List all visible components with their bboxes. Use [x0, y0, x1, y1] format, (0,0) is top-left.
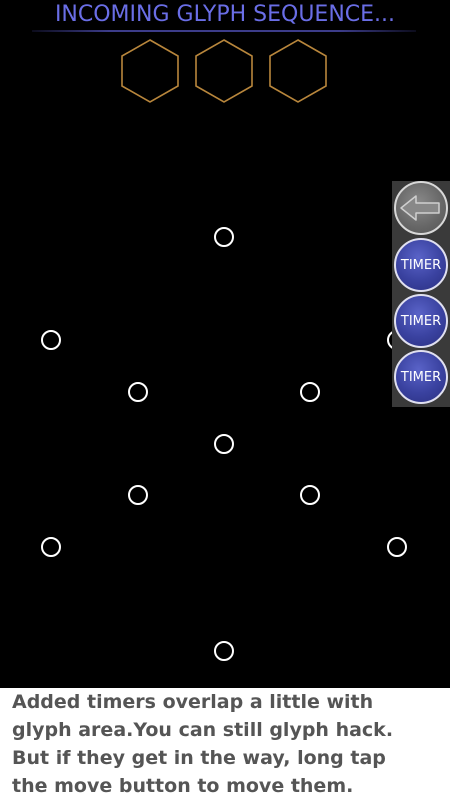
- glyph-node-inner-lower-left[interactable]: [128, 485, 148, 505]
- glyph-slot-3: [269, 39, 327, 103]
- caption-line: Added timers overlap a little with: [12, 691, 374, 713]
- timer-button-2[interactable]: TIMER: [394, 294, 448, 348]
- page-title: INCOMING GLYPH SEQUENCE...: [54, 2, 396, 27]
- glyph-node-inner-upper-right[interactable]: [300, 382, 320, 402]
- caption-line: the move button to move them.: [12, 775, 354, 797]
- caption-text: Added timers overlap a little with glyph…: [0, 688, 450, 800]
- timer-button-1[interactable]: TIMER: [394, 238, 448, 292]
- back-button[interactable]: [394, 181, 448, 235]
- glyph-node-lower-left[interactable]: [41, 537, 61, 557]
- glyph-node-bottom[interactable]: [214, 641, 234, 661]
- glyph-node-top[interactable]: [214, 227, 234, 247]
- glyph-slot-1: [121, 39, 179, 103]
- left-arrow-icon: [400, 195, 440, 221]
- caption-line: But if they get in the way, long tap: [12, 747, 386, 769]
- glyph-node-center[interactable]: [214, 434, 234, 454]
- title-divider: [32, 30, 416, 32]
- glyph-node-inner-upper-left[interactable]: [128, 382, 148, 402]
- glyph-slot-2: [195, 39, 253, 103]
- glyph-node-lower-right[interactable]: [387, 537, 407, 557]
- timer-button-3[interactable]: TIMER: [394, 350, 448, 404]
- caption-line: glyph area.You can still glyph hack.: [12, 719, 394, 741]
- glyph-node-upper-left[interactable]: [41, 330, 61, 350]
- glyph-hack-screen: INCOMING GLYPH SEQUENCE... TIMER TIMER T…: [32, 2, 450, 661]
- glyph-node-inner-lower-right[interactable]: [300, 485, 320, 505]
